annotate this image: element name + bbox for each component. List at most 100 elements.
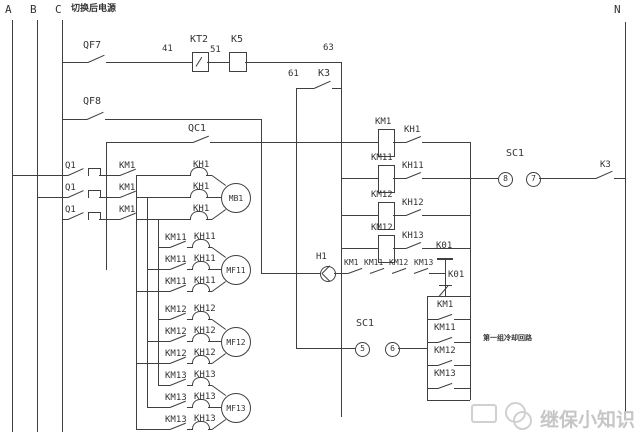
wire [158, 219, 159, 385]
sc1-terminal-5: 5 [355, 342, 370, 357]
km1-series-contact [347, 267, 363, 274]
wire [614, 178, 625, 179]
terminal-jog-icon [88, 190, 101, 198]
wire [470, 142, 471, 400]
thermal-overload-icon [192, 333, 210, 342]
km12-series-contact [391, 267, 407, 274]
kh1-label-3: KH1 [193, 204, 210, 214]
wire [334, 273, 348, 274]
wire [158, 247, 170, 248]
kh1-label-1: KH1 [193, 160, 210, 170]
wire [206, 175, 212, 176]
km13-label-3: KM13 [165, 415, 187, 425]
km12-label-3: KM12 [165, 349, 187, 359]
k3-right-label: K3 [600, 160, 611, 170]
watermark-text: 继保小知识 [540, 409, 636, 431]
kh1-aux-contact [405, 136, 422, 143]
wire [332, 88, 341, 89]
qf7-label: QF7 [83, 40, 102, 51]
wire [208, 269, 221, 270]
wire [137, 219, 190, 220]
kh12-label-2: KH12 [194, 326, 216, 336]
wire [136, 291, 170, 292]
km13-label-2: KM13 [165, 393, 187, 403]
wire [187, 341, 192, 342]
km1-label-2: KM1 [119, 183, 136, 193]
wire-number-61: 61 [288, 69, 299, 79]
wire [398, 348, 427, 349]
ladder-label-km11: KM11 [434, 323, 456, 333]
wire [208, 407, 221, 408]
wire [422, 248, 470, 249]
qf7-breaker-contact [87, 54, 105, 63]
kh1-label-2: KH1 [193, 182, 210, 192]
q1-label-3: Q1 [65, 205, 76, 215]
km11-series-contact [369, 267, 385, 274]
wire [296, 88, 314, 89]
q1-label-2: Q1 [65, 183, 76, 193]
bus-b-line [37, 20, 38, 432]
thermal-overload-icon [190, 211, 208, 220]
km12-label-2: KM12 [165, 327, 187, 337]
wire [106, 62, 192, 63]
thermal-overload-icon [192, 261, 210, 270]
kh12-label-1: KH12 [194, 304, 216, 314]
wire [206, 197, 221, 198]
ladder-contact-km13 [437, 382, 453, 389]
wire [427, 296, 428, 400]
wire [62, 219, 68, 220]
wire [427, 319, 438, 320]
wire-number-51: 51 [210, 45, 221, 55]
k01-upper-contact [437, 258, 453, 260]
cooling-circuit-note: 第一组冷却回路 [483, 334, 532, 342]
wire [62, 62, 88, 63]
bus-n-label: N [614, 3, 621, 16]
km1-label-3: KM1 [119, 205, 136, 215]
wire [539, 178, 596, 179]
qc1-contact [192, 135, 209, 143]
kh13-label-1: KH13 [194, 370, 216, 380]
km11-coil-label: KM11 [371, 153, 393, 163]
kh11-label-1: KH11 [194, 232, 216, 242]
wire [454, 319, 470, 320]
wire [211, 209, 227, 220]
qf8-label: QF8 [83, 96, 102, 107]
sc1-terminal-7: 7 [526, 172, 541, 187]
wire [208, 363, 212, 364]
wire [147, 407, 170, 408]
wire [422, 142, 470, 143]
ladder-contact-km12 [437, 359, 453, 366]
wire [208, 247, 212, 248]
k3-contact-right [595, 170, 613, 179]
wire [296, 88, 297, 348]
km11-label-2: KM11 [165, 255, 187, 265]
kh12-aux-label: KH12 [402, 198, 424, 208]
wire [187, 385, 192, 386]
km13-series-contact [413, 267, 429, 274]
wire [99, 197, 120, 198]
wire [208, 319, 212, 320]
wire [393, 248, 406, 249]
wire [261, 119, 262, 273]
sc1-terminal-6: 6 [385, 342, 400, 357]
wire [136, 429, 170, 430]
wire [211, 175, 227, 186]
wire [341, 62, 342, 417]
thermal-overload-icon [190, 167, 208, 176]
ladder-contact-km1 [437, 313, 453, 320]
kh13-aux-label: KH13 [402, 231, 424, 241]
series-label-km12: KM12 [389, 258, 409, 267]
series-label-km11: KM11 [364, 258, 384, 267]
sc1-bottom-label: SC1 [356, 318, 375, 329]
h1-lamp-label: H1 [316, 252, 327, 262]
bus-a-label: A [5, 3, 12, 16]
motor-mf13: MF13 [221, 393, 251, 423]
km12-coil-box [378, 202, 395, 230]
bus-c-label: C [55, 3, 62, 16]
wire [427, 365, 438, 366]
power-note: 切换后电源 [71, 4, 117, 14]
thermal-overload-icon [192, 283, 210, 292]
wire [422, 178, 470, 179]
wire [429, 273, 445, 274]
